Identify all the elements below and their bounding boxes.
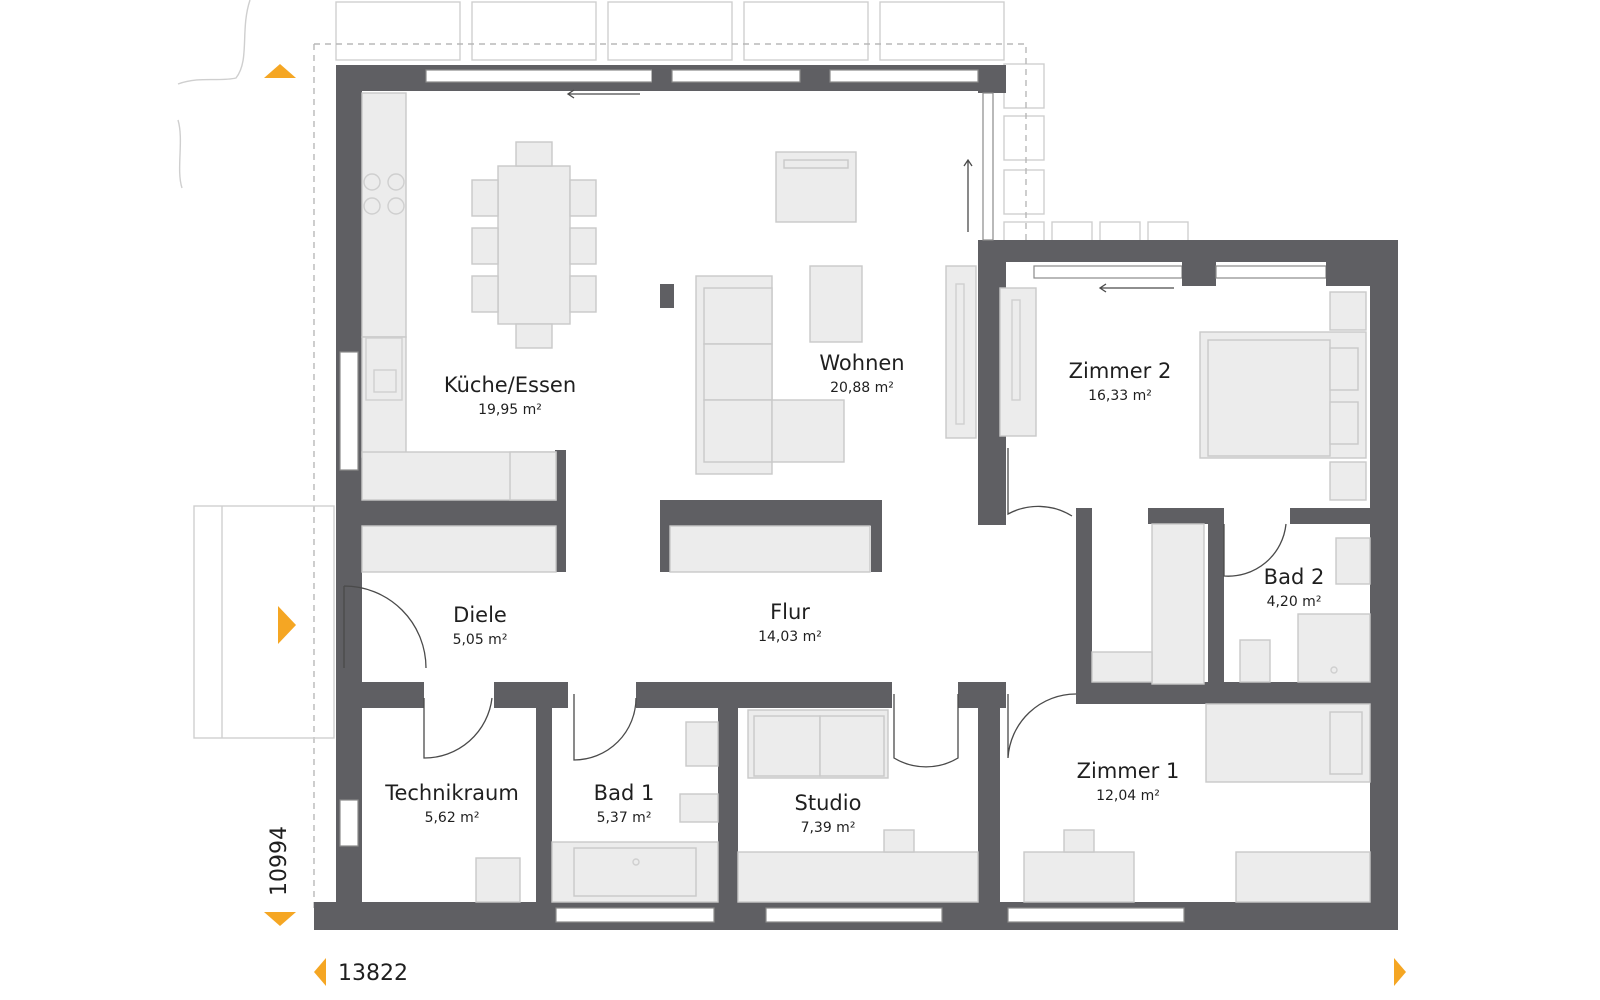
dimension-arrow-icon — [1394, 958, 1406, 986]
zimmer2-furniture — [999, 287, 1367, 685]
room-name-flur: Flur — [770, 600, 810, 624]
doors — [343, 448, 1287, 768]
entrance-canopy — [193, 505, 335, 739]
dimension-arrow-icon — [264, 64, 296, 78]
bad1-furniture — [551, 721, 719, 903]
room-area-bad1: 5,37 m² — [597, 810, 652, 826]
studio-furniture — [737, 709, 979, 903]
kitchen-furniture — [361, 92, 674, 573]
room-name-zimmer2: Zimmer 2 — [1069, 359, 1172, 383]
entrance-arrow-icon — [278, 606, 296, 644]
windows — [339, 65, 1370, 923]
room-area-wohnen: 20,88 m² — [830, 380, 894, 396]
room-name-diele: Diele — [453, 603, 507, 627]
room-area-diele: 5,05 m² — [453, 632, 508, 648]
room-area-zimmer2: 16,33 m² — [1088, 388, 1152, 404]
room-name-wohnen: Wohnen — [819, 351, 904, 375]
room-area-flur: 14,03 m² — [758, 629, 822, 645]
dimension-arrow-icon — [314, 958, 326, 986]
dimension-width: 13822 — [338, 961, 408, 986]
dimension-markers: 10994 13822 — [264, 64, 1406, 986]
room-area-zimmer1: 12,04 m² — [1096, 788, 1160, 804]
bad2-furniture — [1239, 537, 1371, 683]
room-name-kueche: Küche/Essen — [444, 373, 576, 397]
dimension-arrow-icon — [264, 912, 296, 926]
dimension-height: 10994 — [267, 826, 292, 896]
room-name-technikraum: Technikraum — [384, 781, 519, 805]
room-area-kueche: 19,95 m² — [478, 402, 542, 418]
room-labels: Küche/Essen 19,95 m² Wohnen 20,88 m² Zim… — [384, 351, 1324, 836]
living-furniture — [669, 151, 977, 573]
room-name-zimmer1: Zimmer 1 — [1077, 759, 1180, 783]
zimmer1-furniture — [1023, 703, 1371, 903]
room-area-bad2: 4,20 m² — [1267, 594, 1322, 610]
room-area-studio: 7,39 m² — [801, 820, 856, 836]
technik-furniture — [475, 857, 521, 903]
room-name-bad1: Bad 1 — [594, 781, 655, 805]
room-area-technikraum: 5,62 m² — [425, 810, 480, 826]
room-name-studio: Studio — [795, 791, 862, 815]
room-name-bad2: Bad 2 — [1264, 565, 1325, 589]
